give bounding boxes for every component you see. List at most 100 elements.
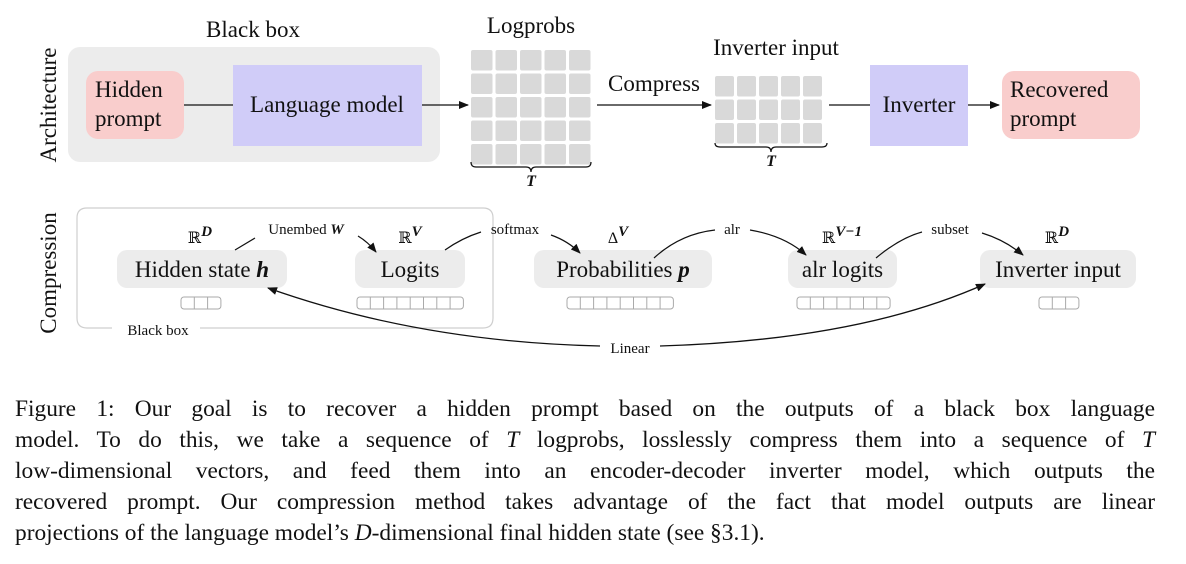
grid-cell bbox=[737, 99, 756, 120]
node-pill bbox=[534, 250, 712, 288]
caption-line: projections of the language model’s D-di… bbox=[15, 518, 1155, 549]
unembed-edge-start bbox=[234, 237, 256, 251]
grid-cell bbox=[759, 76, 778, 97]
grid-cell bbox=[759, 123, 778, 144]
inverter-input-label: Inverter input bbox=[713, 35, 839, 60]
grid-cell bbox=[495, 120, 517, 141]
subset-label: subset bbox=[931, 222, 969, 238]
caption-text: -dimensional final hidden state (see §3.… bbox=[371, 520, 765, 546]
vector-icon bbox=[180, 296, 222, 310]
softmax-arrow bbox=[550, 234, 581, 254]
caption-text: logprobs, losslessly compress them into … bbox=[519, 427, 1142, 453]
caption-text: recovered prompt. Our compression method… bbox=[15, 489, 1155, 515]
node-label: Probabilities p bbox=[556, 257, 690, 282]
recovered-prompt-label-1: Recovered bbox=[1010, 77, 1109, 102]
caption-text: model. To do this, we take a sequence of bbox=[15, 427, 507, 453]
node-pill bbox=[980, 250, 1136, 288]
node-space-label: ℝD bbox=[188, 224, 212, 247]
node-pill bbox=[788, 250, 897, 288]
grid-cell bbox=[569, 97, 591, 118]
caption-text: projections of the language model’s bbox=[15, 520, 355, 546]
alr-edge-start bbox=[653, 229, 716, 259]
grid-cell bbox=[544, 144, 566, 165]
grid-cell bbox=[471, 50, 493, 71]
unembed-label: Unembed W bbox=[268, 222, 345, 238]
recovered-prompt-box bbox=[1002, 71, 1140, 139]
vector-icon bbox=[356, 296, 464, 310]
compression-node: Inverter input ℝD bbox=[980, 224, 1136, 310]
caption-line: model. To do this, we take a sequence of… bbox=[15, 425, 1155, 456]
grid-cell bbox=[569, 144, 591, 165]
node-space-label: ℝV−1 bbox=[822, 224, 862, 247]
vector-icon bbox=[1038, 296, 1080, 310]
alr-label: alr bbox=[724, 222, 740, 238]
grid-cell bbox=[737, 76, 756, 97]
inverter-label: Inverter bbox=[883, 92, 956, 117]
grid-cell bbox=[520, 50, 542, 71]
grid-cell bbox=[520, 73, 542, 94]
grid-cell bbox=[544, 97, 566, 118]
linear-arrow-right bbox=[659, 283, 986, 347]
node-space-label: ℝD bbox=[1045, 224, 1069, 247]
recovered-prompt-label-2: prompt bbox=[1010, 106, 1077, 131]
black-box-outline bbox=[76, 207, 494, 329]
hidden-prompt-label-1: Hidden bbox=[95, 77, 163, 102]
linear-label: Linear bbox=[610, 341, 649, 357]
node-space-label: ℝV bbox=[398, 224, 423, 247]
grid-cell bbox=[495, 97, 517, 118]
figure-caption: Figure 1: Our goal is to recover a hidde… bbox=[15, 394, 1155, 549]
node-pill bbox=[355, 250, 465, 288]
grid-cell bbox=[715, 76, 734, 97]
grid-cell bbox=[569, 120, 591, 141]
logprobs-brace-label: T bbox=[526, 173, 537, 190]
grid-cell bbox=[803, 76, 822, 97]
subset-arrow bbox=[981, 232, 1024, 256]
grid-cell bbox=[520, 120, 542, 141]
hidden-prompt-label-2: prompt bbox=[95, 106, 162, 131]
grid-cell bbox=[544, 50, 566, 71]
hidden-prompt-box bbox=[86, 71, 184, 139]
compression-row-label: Compression bbox=[36, 212, 61, 334]
grid-cell bbox=[544, 73, 566, 94]
node-label: Hidden state h bbox=[135, 257, 269, 282]
grid-cell bbox=[471, 144, 493, 165]
grid-cell bbox=[803, 123, 822, 144]
grid-cell bbox=[471, 73, 493, 94]
caption-var: D bbox=[354, 520, 372, 546]
grid-cell bbox=[715, 123, 734, 144]
grid-cell bbox=[495, 73, 517, 94]
caption-text: low-dimensional vectors, and feed them i… bbox=[15, 458, 1155, 484]
diagram: Architecture Black box Hidden prompt Lan… bbox=[36, 13, 1140, 357]
subset-edge-start bbox=[875, 231, 923, 259]
compress-label: Compress bbox=[608, 71, 700, 96]
grid-cell bbox=[759, 99, 778, 120]
grid-cell bbox=[569, 73, 591, 94]
caption-var: T bbox=[506, 427, 520, 453]
node-pill bbox=[117, 250, 287, 288]
architecture-row-label: Architecture bbox=[36, 48, 61, 163]
compression-node: Probabilities pΔV bbox=[534, 224, 712, 310]
grid-cell bbox=[715, 99, 734, 120]
grid-cell bbox=[495, 144, 517, 165]
grid-cell bbox=[471, 97, 493, 118]
caption-line: Figure 1: Our goal is to recover a hidde… bbox=[15, 394, 1155, 425]
logprobs-brace bbox=[470, 161, 592, 173]
alr-arrow bbox=[749, 229, 807, 256]
grid-cell bbox=[471, 120, 493, 141]
grid-cell bbox=[520, 97, 542, 118]
inverter-box bbox=[870, 65, 968, 146]
grid-cell bbox=[781, 99, 800, 120]
grid-cell bbox=[781, 123, 800, 144]
caption-line: low-dimensional vectors, and feed them i… bbox=[15, 456, 1155, 487]
logprobs-label: Logprobs bbox=[487, 13, 575, 38]
grid-cell bbox=[520, 144, 542, 165]
inverter-input-brace bbox=[714, 142, 828, 153]
language-model-box bbox=[233, 65, 422, 146]
grid-cell bbox=[544, 120, 566, 141]
softmax-edge-start bbox=[444, 231, 482, 251]
node-label: Inverter input bbox=[995, 257, 1121, 282]
caption-text: Figure 1: Our goal is to recover a hidde… bbox=[15, 396, 1155, 422]
vector-icon bbox=[796, 296, 891, 310]
